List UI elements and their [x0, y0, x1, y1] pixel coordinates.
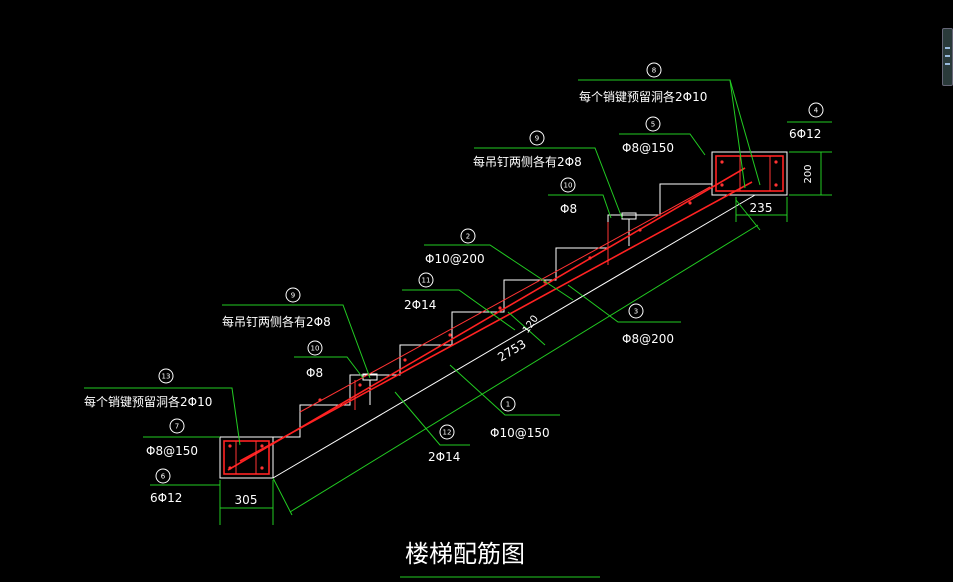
- callout-2: 2: [460, 228, 476, 244]
- leader-9b: [222, 304, 371, 379]
- label-dim-200: 200: [803, 164, 814, 183]
- dimensions: [219, 151, 832, 525]
- svg-text:4: 4: [814, 107, 819, 115]
- rebar-bottom-main: [227, 167, 746, 471]
- rebar-cage-top: [715, 155, 784, 192]
- callout-10b: 10: [307, 340, 323, 356]
- step-profile: [272, 152, 713, 440]
- svg-text:12: 12: [443, 429, 452, 437]
- label-c1: Φ10@150: [490, 426, 550, 440]
- callout-8: 8: [646, 62, 662, 78]
- leader-5: [619, 133, 706, 156]
- rebar-dots: [228, 160, 778, 470]
- reinforcement: [223, 155, 784, 475]
- svg-text:3: 3: [634, 308, 638, 316]
- svg-text:1: 1: [506, 401, 510, 409]
- leaders: [84, 79, 832, 578]
- callout-11: 11: [418, 272, 434, 288]
- label-c4: 6Φ12: [789, 127, 821, 141]
- leader-9a: [474, 147, 623, 219]
- label-dim-235: 235: [750, 201, 773, 215]
- label-c13: 每个销键预留洞各2Φ10: [84, 394, 212, 409]
- callout-circles: 8 4 5 9 10 2 11 3 9 10 13 1 7 12 6: [155, 62, 824, 484]
- callout-3: 3: [628, 303, 644, 319]
- label-c7: Φ8@150: [146, 444, 198, 458]
- label-dim-120: 120: [521, 314, 541, 336]
- label-c9-top: 每吊钉两侧各有2Φ8: [473, 154, 582, 169]
- label-c3: Φ8@200: [622, 332, 674, 346]
- dim-ext-2753-a: [272, 477, 293, 516]
- label-dim-2753: 2753: [495, 337, 528, 365]
- svg-text:8: 8: [652, 67, 656, 75]
- label-c11: 2Φ14: [404, 298, 436, 312]
- top-landing-block: [711, 151, 788, 196]
- callout-9a: 9: [529, 130, 545, 146]
- svg-text:5: 5: [651, 121, 655, 129]
- svg-text:6: 6: [161, 473, 166, 481]
- callout-9b: 9: [285, 287, 301, 303]
- svg-text:7: 7: [175, 423, 179, 431]
- label-c10-bot: Φ8: [306, 366, 323, 380]
- label-c10-top: Φ8: [560, 202, 577, 216]
- leader-10b: [294, 356, 364, 379]
- scrollbar-grip-1: [945, 47, 950, 49]
- stair-soffit: [272, 194, 756, 479]
- callout-1: 1: [500, 396, 516, 412]
- svg-text:11: 11: [422, 277, 431, 285]
- label-c8: 每个销键预留洞各2Φ10: [579, 89, 707, 104]
- viewport-scrollbar[interactable]: [942, 28, 953, 86]
- drawing-title: 楼梯配筋图: [405, 540, 525, 568]
- dim-line-2753: [289, 224, 759, 513]
- callout-4: 4: [808, 102, 824, 118]
- callout-10a: 10: [560, 177, 576, 193]
- label-c9-bot: 每吊钉两侧各有2Φ8: [222, 314, 331, 329]
- callout-5: 5: [645, 116, 661, 132]
- leader-10a: [548, 194, 612, 219]
- callout-12: 12: [439, 424, 455, 440]
- bottom-landing-block: [219, 436, 274, 479]
- labels: 每个销键预留洞各2Φ10 6Φ12 Φ8@150 200 235 每吊钉两侧各有…: [84, 89, 821, 568]
- svg-text:9: 9: [535, 135, 539, 143]
- scrollbar-grip-3: [945, 63, 950, 65]
- stair-outline: [219, 151, 788, 479]
- leader-12: [394, 391, 470, 446]
- label-c6: 6Φ12: [150, 491, 182, 505]
- leader-3: [567, 284, 681, 323]
- leader-2: [424, 244, 574, 301]
- leader-13: [84, 387, 241, 446]
- callout-7: 7: [169, 418, 185, 434]
- scrollbar-grip-2: [945, 55, 950, 57]
- leader-1: [449, 364, 560, 416]
- svg-text:2: 2: [466, 233, 470, 241]
- lifting-pin-top: [621, 212, 637, 220]
- label-c12: 2Φ14: [428, 450, 460, 464]
- rebar-bottom-main-2: [239, 181, 753, 462]
- rebar-cage-bottom: [223, 440, 270, 475]
- label-dim-305: 305: [235, 493, 258, 507]
- svg-text:10: 10: [311, 345, 320, 353]
- rebar-top-line: [299, 186, 711, 413]
- svg-text:13: 13: [162, 373, 171, 381]
- svg-text:9: 9: [291, 292, 295, 300]
- label-c2: Φ10@200: [425, 252, 485, 266]
- leader-11: [402, 289, 516, 331]
- svg-text:10: 10: [564, 182, 573, 190]
- dim-line-120: [507, 311, 546, 346]
- callout-6: 6: [155, 468, 171, 484]
- label-c5: Φ8@150: [622, 141, 674, 155]
- callout-13: 13: [158, 368, 174, 384]
